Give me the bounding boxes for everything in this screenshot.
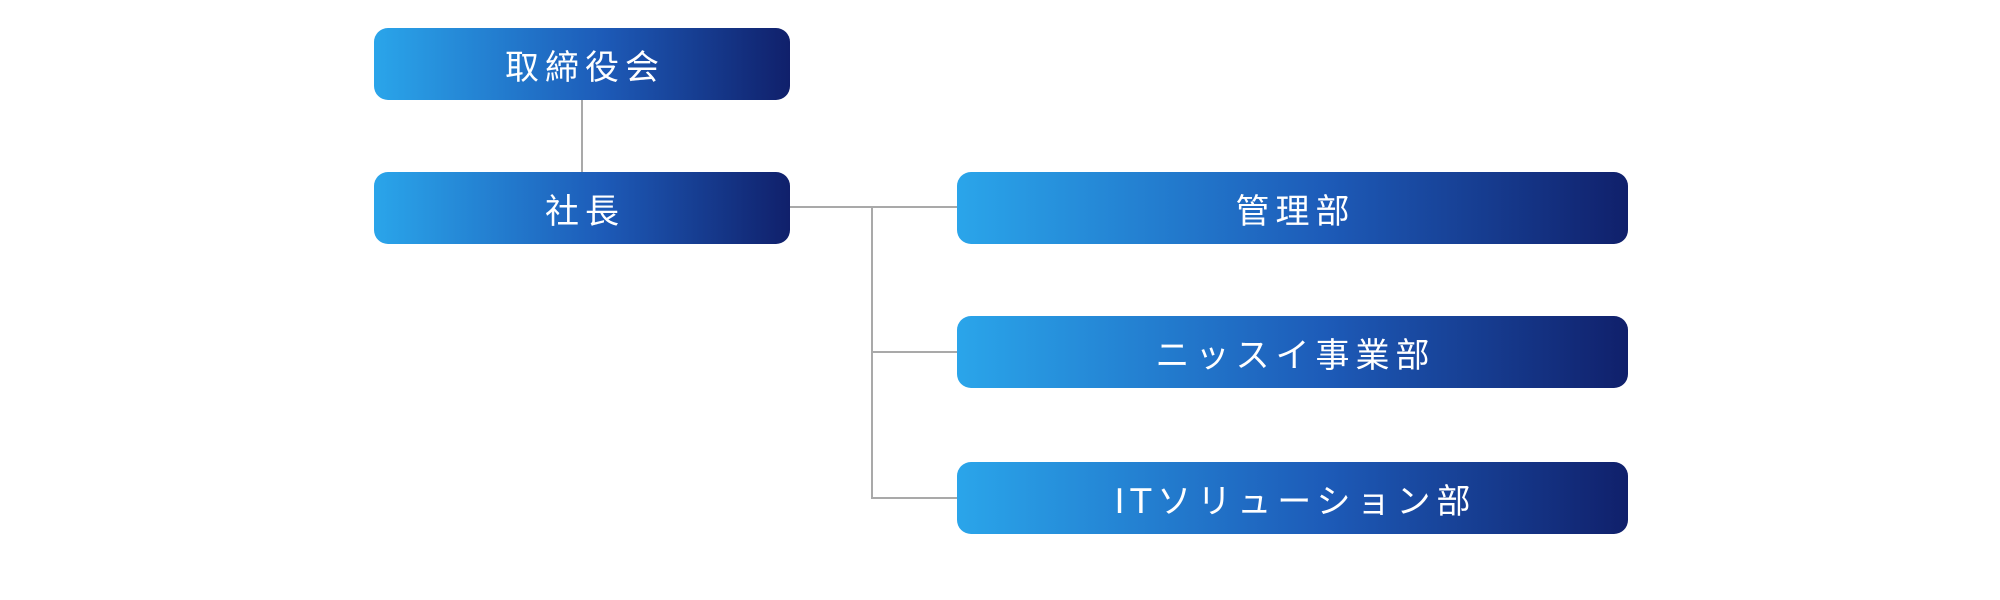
node-president-label: 社長: [545, 191, 625, 232]
node-department-admin-label: 管理部: [1235, 191, 1356, 232]
node-department-admin: 管理部: [957, 172, 1628, 244]
node-department-it-solutions: ITソリューション部: [957, 462, 1628, 534]
connector-branch-nissui: [871, 351, 957, 353]
node-board: 取締役会: [374, 28, 790, 100]
node-department-nissui: ニッスイ事業部: [957, 316, 1628, 388]
connector-branch-it: [871, 497, 957, 499]
connector-branch-admin: [871, 206, 957, 208]
node-president: 社長: [374, 172, 790, 244]
connector-board-president: [581, 100, 583, 172]
node-board-label: 取締役会: [505, 47, 665, 88]
connector-president-trunk: [790, 206, 872, 208]
node-department-nissui-label: ニッスイ事業部: [1155, 335, 1436, 376]
node-department-it-solutions-label: ITソリューション部: [1114, 481, 1477, 522]
